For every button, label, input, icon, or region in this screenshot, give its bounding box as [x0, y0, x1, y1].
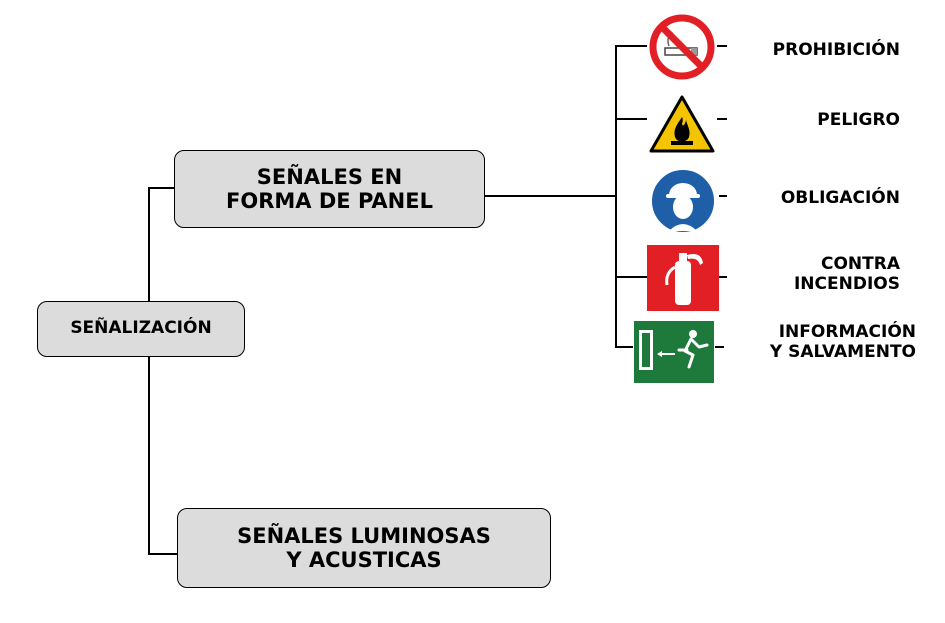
panel-signs-node: SEÑALES EN FORMA DE PANEL — [174, 150, 485, 228]
root-vertical-connector — [148, 187, 150, 555]
sign-label-contra-incendios: CONTRA INCENDIOS — [793, 254, 900, 295]
fire-warning-sign-icon — [647, 93, 717, 155]
emergency-exit-sign-icon — [633, 320, 715, 384]
signs-vertical-connector — [615, 45, 617, 347]
panel-to-signs-connector — [484, 195, 616, 197]
fire-extinguisher-sign-icon — [647, 245, 719, 311]
luminous-signs-label: SEÑALES LUMINOSAS Y ACUSTICAS — [237, 523, 491, 572]
connector-to-luminous — [148, 553, 178, 555]
root-node: SEÑALIZACIÓN — [37, 301, 245, 357]
connector-to-panel — [148, 187, 174, 189]
helmet-mandatory-sign-icon — [647, 165, 719, 237]
root-node-label: SEÑALIZACIÓN — [70, 318, 212, 339]
tick-informacion — [615, 346, 635, 348]
sign-label-peligro: PELIGRO — [817, 110, 900, 130]
no-smoking-sign-icon — [647, 12, 717, 82]
tick-right-peligro — [717, 118, 727, 120]
tick-right-informacion — [714, 346, 724, 348]
panel-signs-label: SEÑALES EN FORMA DE PANEL — [226, 164, 433, 213]
tick-right-contra — [717, 276, 727, 278]
tick-right-prohibicion — [717, 45, 727, 47]
sign-label-obligacion: OBLIGACIÓN — [780, 188, 900, 208]
sign-label-prohibicion: PROHIBICIÓN — [772, 40, 900, 60]
tick-right-obligacion — [717, 195, 727, 197]
tick-contra-incendios — [615, 276, 647, 278]
tick-peligro — [615, 118, 647, 120]
tick-prohibicion — [615, 45, 647, 47]
sign-label-informacion-salvamento: INFORMACIÓN Y SALVAMENTO — [769, 322, 916, 363]
luminous-signs-node: SEÑALES LUMINOSAS Y ACUSTICAS — [177, 508, 551, 588]
